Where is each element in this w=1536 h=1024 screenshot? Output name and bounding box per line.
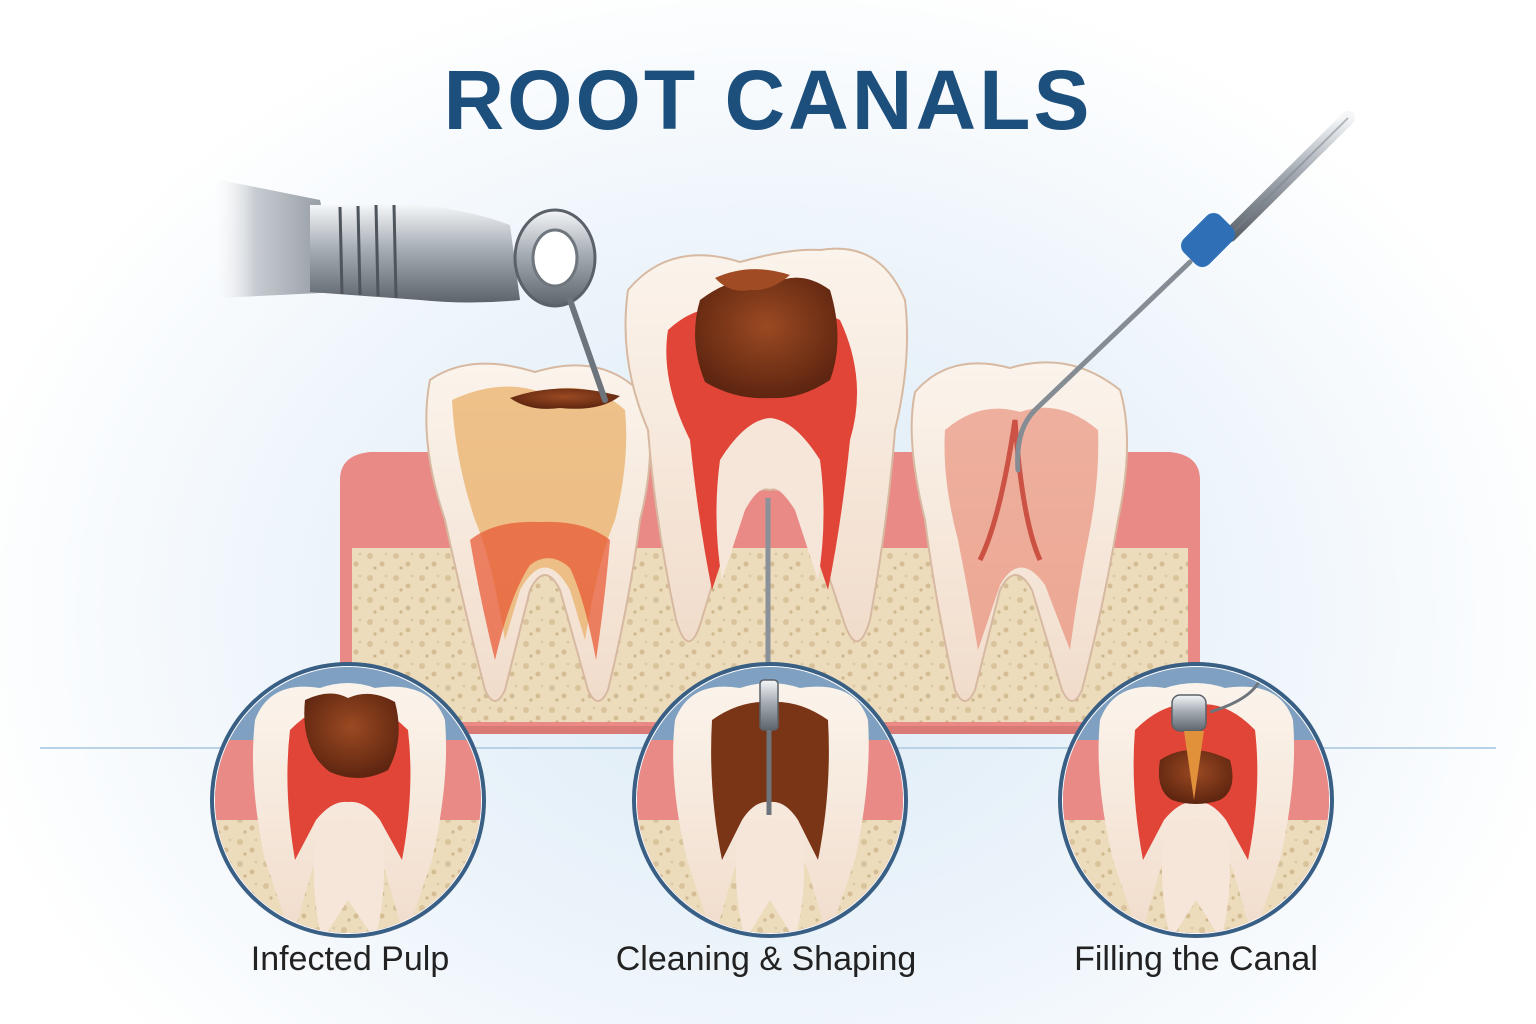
- dental-handpiece-icon: [210, 178, 608, 403]
- step-circle-filling-canal: [1058, 662, 1334, 938]
- step-label-cleaning-shaping: Cleaning & Shaping: [615, 940, 917, 978]
- page-title: ROOT CANALS: [443, 53, 1093, 147]
- center-molar: [624, 247, 909, 643]
- step-label-filling-canal: Filling the Canal: [1074, 940, 1318, 978]
- step-circle-cleaning-shaping: [632, 662, 908, 938]
- left-molar: [425, 362, 651, 702]
- right-molar: [910, 361, 1128, 702]
- step-label-infected-pulp: Infected Pulp: [250, 940, 450, 978]
- dental-probe-icon: [1015, 111, 1355, 473]
